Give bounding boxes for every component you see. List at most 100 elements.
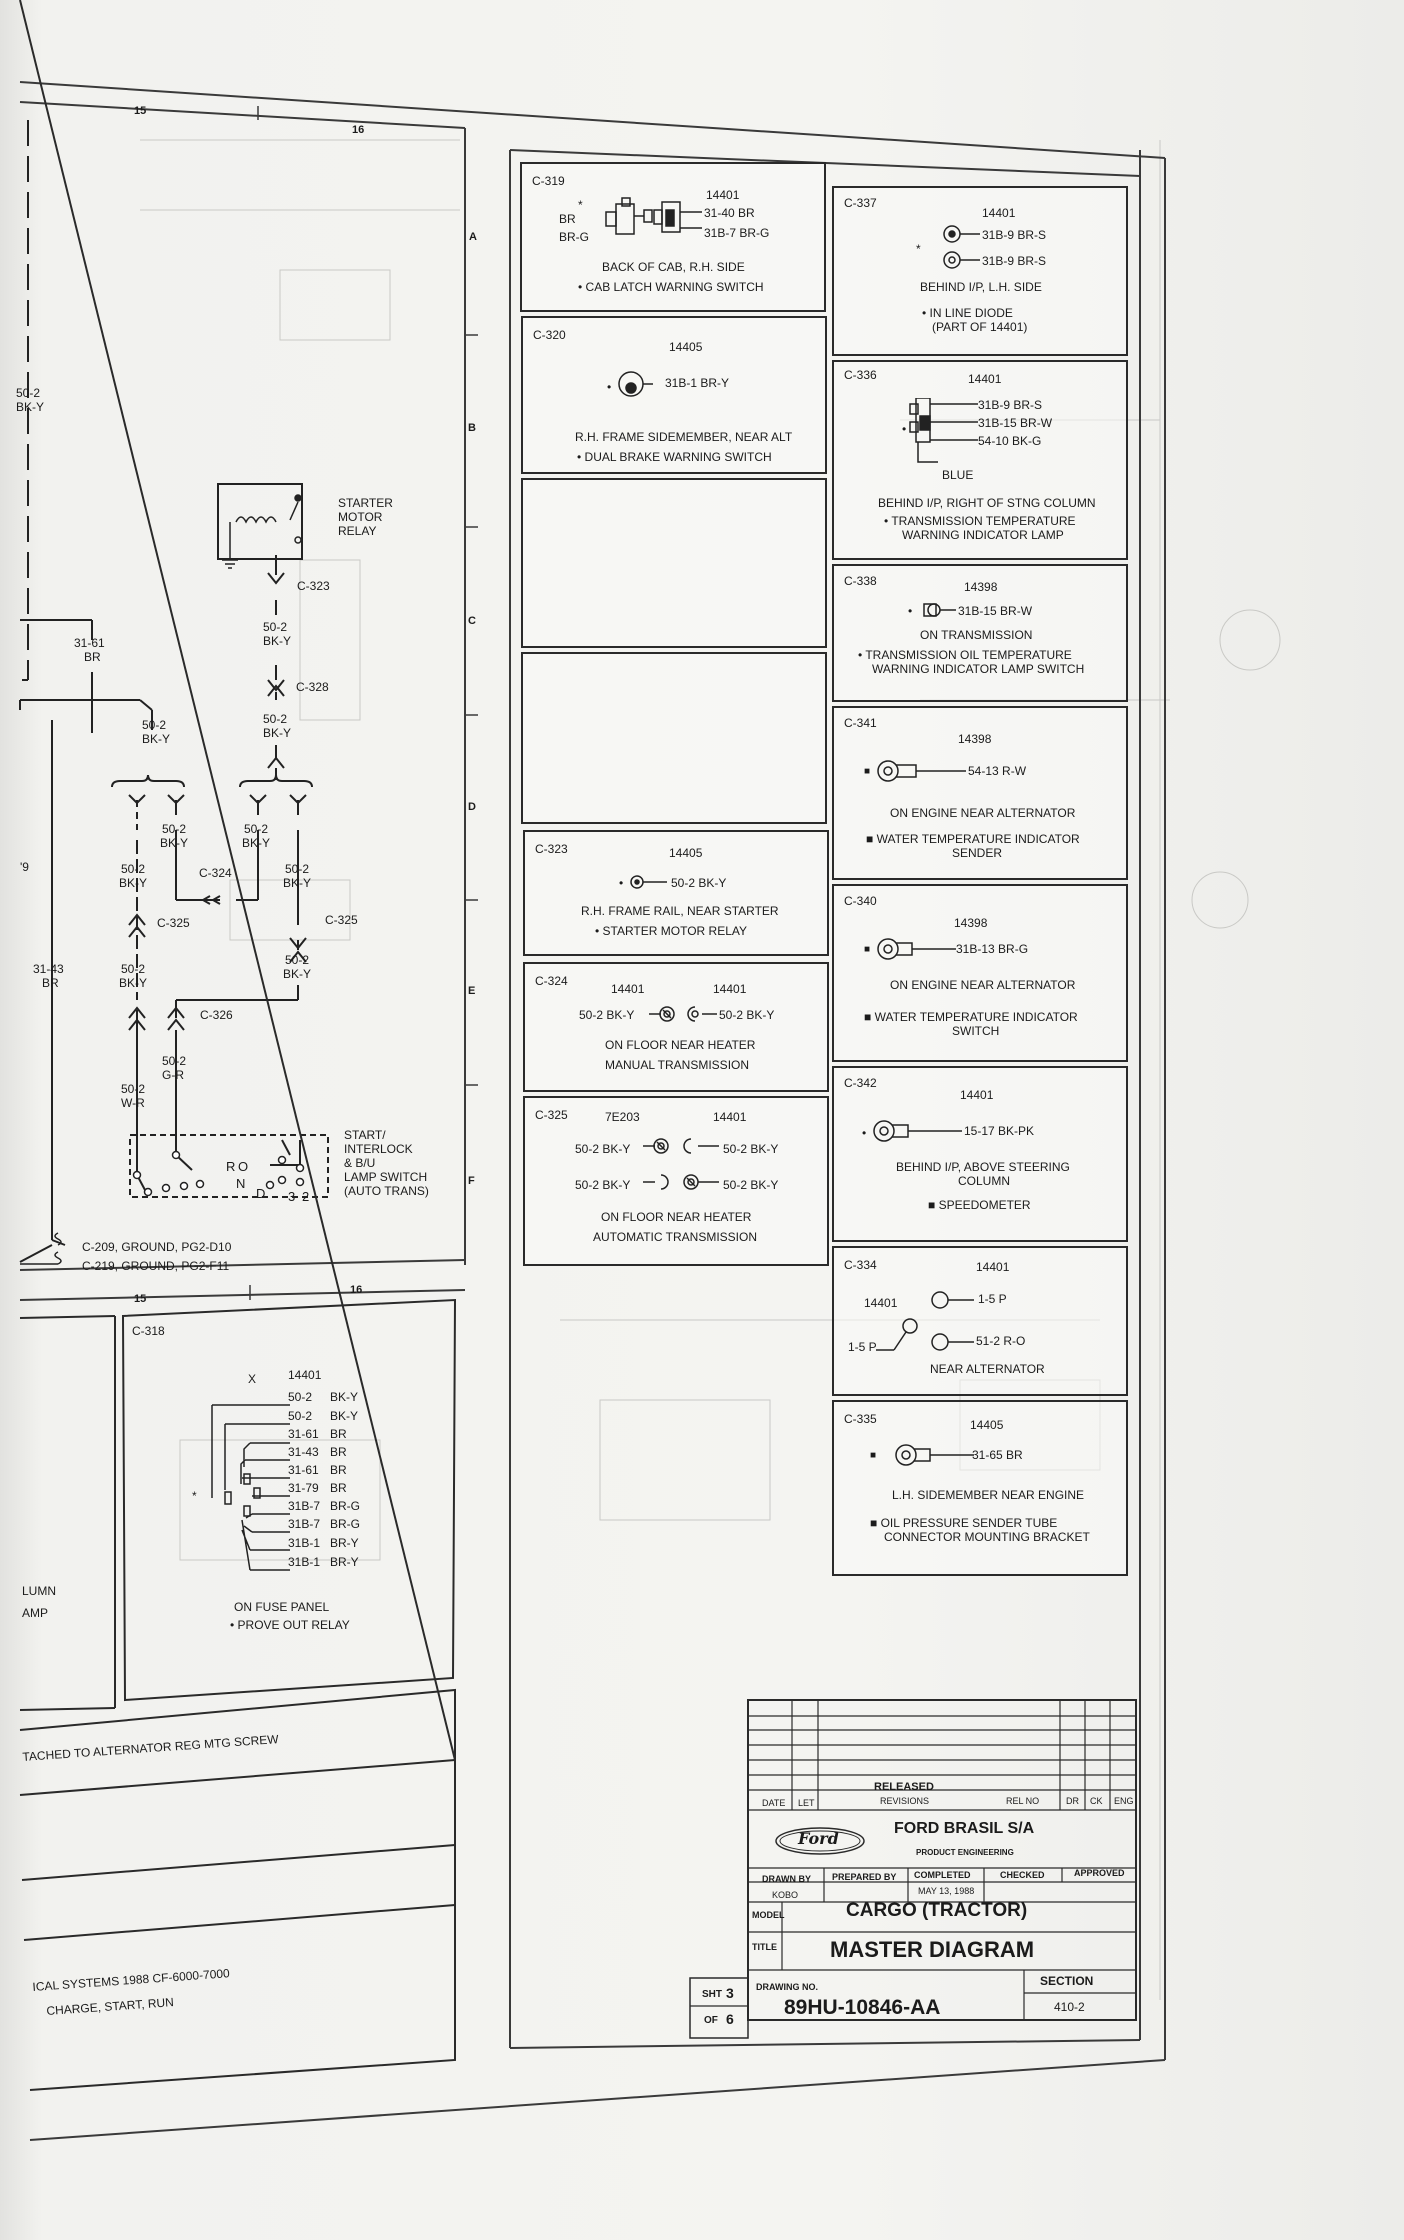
c323-id: C-323 bbox=[535, 842, 568, 856]
lower-left-panels bbox=[19, 0, 457, 2091]
c325-id: C-325 bbox=[535, 1108, 568, 1122]
wire-label-50-2: 50-2 bbox=[16, 386, 41, 400]
c318-wire-1: 50-2 bbox=[288, 1390, 313, 1404]
wire-bk-y-g: BK-Y bbox=[283, 876, 312, 890]
fragment-lumn: LUMN bbox=[22, 1584, 57, 1598]
c335-id: C-335 bbox=[844, 1412, 877, 1426]
c334-location: NEAR ALTERNATOR bbox=[930, 1362, 1045, 1376]
title-released: RELEASED bbox=[874, 1781, 934, 1793]
grid-col-15-bottom: 15 bbox=[134, 1293, 147, 1305]
company-name: FORD BRASIL S/A bbox=[894, 1820, 1035, 1837]
c337-id: C-337 bbox=[844, 196, 877, 210]
connector-box-c-337: C-337 14401 * 31B-9 BR-S 31B-9 BR-S BEHI… bbox=[832, 186, 1128, 356]
wire-50-2-g-r: 50-2 bbox=[162, 1054, 187, 1068]
c340-note: ■ WATER TEMPERATURE INDICATOR bbox=[864, 1010, 1078, 1024]
c318-part: 14401 bbox=[288, 1368, 322, 1382]
c324-id: C-324 bbox=[535, 974, 568, 988]
c342-wire-1: 15-17 BK-PK bbox=[964, 1124, 1035, 1138]
connector-box-c-319: C-319 14401 * BR BR-G 31-40 BR 31B-7 BR-… bbox=[520, 162, 826, 312]
c341-part: 14398 bbox=[958, 732, 992, 746]
c334-terminal-icon-2 bbox=[876, 1318, 918, 1351]
c335-part: 14405 bbox=[970, 1418, 1004, 1432]
drawing-title: MASTER DIAGRAM bbox=[830, 1937, 1035, 1962]
c337-location: BEHIND I/P, L.H. SIDE bbox=[920, 280, 1042, 294]
starter-relay-label-3: RELAY bbox=[338, 524, 377, 538]
switch-mark-o: O bbox=[238, 1159, 249, 1174]
header-dr: DR bbox=[1066, 1796, 1079, 1806]
c318-wire-7: 31B-7 bbox=[288, 1499, 321, 1513]
c337-note-2: (PART OF 14401) bbox=[932, 320, 1028, 334]
c320-wire-1: 31B-1 BR-Y bbox=[665, 376, 730, 390]
c323-location: R.H. FRAME RAIL, NEAR STARTER bbox=[581, 904, 779, 918]
c338-wire-1: 31B-15 BR-W bbox=[958, 604, 1033, 618]
completed-date: MAY 13, 1988 bbox=[918, 1886, 975, 1896]
c319-bullet: * bbox=[578, 198, 583, 212]
c325-mating-connector-icon bbox=[643, 1138, 719, 1190]
c323-wire-1: 50-2 BK-Y bbox=[671, 876, 727, 890]
c325-note: AUTOMATIC TRANSMISSION bbox=[593, 1230, 758, 1244]
c319-connector-icon bbox=[605, 197, 702, 235]
c318-wire-5: 31-61 bbox=[288, 1463, 319, 1477]
wire-50-2-w-r: 50-2 bbox=[121, 1082, 146, 1096]
c340-id: C-340 bbox=[844, 894, 877, 908]
c323-part: 14405 bbox=[669, 846, 703, 860]
prepared-by-label: PREPARED BY bbox=[832, 1872, 897, 1882]
switch-mark-r: R bbox=[226, 1159, 236, 1174]
c324-part-1: 14401 bbox=[611, 982, 645, 996]
c334-terminal-icon-1 bbox=[931, 1291, 974, 1309]
grid-row-c: C bbox=[468, 615, 476, 627]
grid-col-16-top: 16 bbox=[352, 124, 365, 136]
section-number: 410-2 bbox=[1054, 2000, 1085, 2014]
c337-diode-connector-icon bbox=[943, 225, 980, 269]
c338-part: 14398 bbox=[964, 580, 998, 594]
c334-terminal-icon-3 bbox=[931, 1333, 974, 1351]
empty-box-2 bbox=[521, 652, 827, 824]
c340-bullet: ■ bbox=[864, 944, 871, 955]
wire-label-31-61: 31-61 bbox=[74, 636, 105, 650]
ford-logo: Ford bbox=[798, 1829, 839, 1848]
wire-bk-y-d: BK-Y bbox=[160, 836, 189, 850]
connector-box-c-320: C-320 14405 • 31B-1 BR-Y R.H. FRAME SIDE… bbox=[521, 316, 827, 474]
connector-c-325-a: C-325 bbox=[157, 916, 190, 930]
c318-wire-4: 31-43 bbox=[288, 1445, 319, 1459]
drawing-number: 89HU-10846-AA bbox=[784, 1996, 941, 2019]
c335-wire-1: 31-65 BR bbox=[972, 1448, 1023, 1462]
grid-row-f: F bbox=[468, 1175, 475, 1187]
wire-50-2-b: 50-2 bbox=[263, 712, 288, 726]
c342-location-2: COLUMN bbox=[958, 1174, 1011, 1188]
completed-label: COMPLETED bbox=[914, 1870, 971, 1880]
drawn-by-name: KOBO bbox=[772, 1890, 799, 1900]
of-label: OF bbox=[704, 2015, 718, 2026]
c337-bullet: * bbox=[916, 242, 921, 256]
c340-part: 14398 bbox=[954, 916, 988, 930]
drawing-no-label: DRAWING NO. bbox=[756, 1982, 818, 1992]
c336-extra: BLUE bbox=[942, 468, 974, 482]
c338-note: • TRANSMISSION OIL TEMPERATURE bbox=[858, 648, 1072, 662]
approved-label: APPROVED bbox=[1074, 1868, 1125, 1878]
c318-color-7: BR-G bbox=[330, 1499, 360, 1513]
c340-location: ON ENGINE NEAR ALTERNATOR bbox=[890, 978, 1076, 992]
wire-g-r: G-R bbox=[162, 1068, 184, 1082]
c324-wire-2: 50-2 BK-Y bbox=[719, 1008, 775, 1022]
c334-part-1: 14401 bbox=[976, 1260, 1010, 1274]
c338-bullet: • bbox=[908, 604, 913, 618]
c319-wire-1: 31-40 BR bbox=[704, 206, 755, 220]
wire-50-2-c: 50-2 bbox=[142, 718, 167, 732]
c318-wire-8: 31B-7 bbox=[288, 1517, 321, 1531]
c318-color-4: BR bbox=[330, 1445, 347, 1459]
connector-c-324: C-324 bbox=[199, 866, 232, 880]
switch-label-1: START/ bbox=[344, 1128, 386, 1142]
connector-box-c-334: C-334 14401 14401 1-5 P 1-5 P 51-2 R-O N… bbox=[832, 1246, 1128, 1396]
c334-wire-2: 1-5 P bbox=[848, 1340, 877, 1354]
starter-relay-label-1: STARTER bbox=[338, 496, 393, 510]
c342-bullet: • bbox=[862, 1126, 867, 1140]
c318-bullet: * bbox=[192, 1489, 197, 1503]
wire-bk-y-b: BK-Y bbox=[263, 726, 292, 740]
connector-box-c-338: C-338 14398 • 31B-15 BR-W ON TRANSMISSIO… bbox=[832, 564, 1128, 702]
c324-mating-connector-icon bbox=[649, 1006, 717, 1022]
header-let: LET bbox=[798, 1798, 815, 1808]
grid-row-e: E bbox=[468, 985, 476, 997]
c325-wire-2: 50-2 BK-Y bbox=[723, 1142, 779, 1156]
c325-location: ON FLOOR NEAR HEATER bbox=[601, 1210, 752, 1224]
